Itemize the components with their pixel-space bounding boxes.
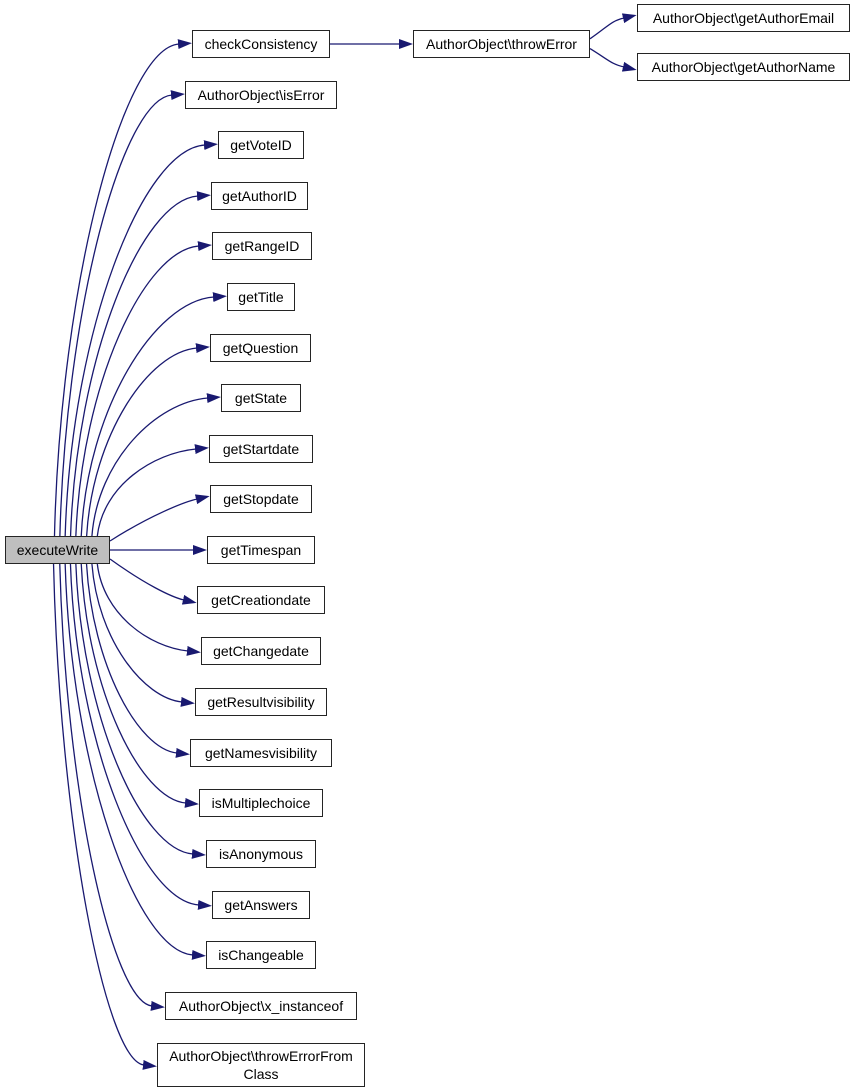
graph-node-label: getStartdate (222, 441, 300, 457)
edge-executeWrite-getStopdate (109, 494, 210, 542)
graph-node-label: getAnswers (224, 897, 298, 913)
edge-throwError-getAuthorName (589, 48, 637, 72)
edge-executeWrite-getCreationdate (109, 558, 197, 605)
graph-node-label: getChangedate (213, 643, 309, 659)
graph-node-label: getNamesvisibility (204, 745, 318, 761)
edge-executeWrite-checkConsistency (53, 39, 192, 537)
graph-node-label: executeWrite (16, 542, 99, 558)
graph-node-getAuthorEmail[interactable]: AuthorObject\getAuthorEmail (637, 4, 850, 32)
graph-node-label: AuthorObject\throwError (426, 36, 577, 52)
graph-node-getCreationdate[interactable]: getCreationdate (197, 586, 325, 614)
graph-node-label: checkConsistency (204, 36, 318, 52)
graph-node-x_instanceof[interactable]: AuthorObject\x_instanceof (165, 992, 357, 1020)
graph-node-isAnonymous[interactable]: isAnonymous (206, 840, 316, 868)
edge-executeWrite-getAuthorID (69, 191, 211, 537)
graph-node-label: getQuestion (222, 340, 299, 356)
graph-node-getQuestion[interactable]: getQuestion (210, 334, 311, 362)
edge-executeWrite-isMultiplechoice (80, 563, 199, 808)
graph-node-label: getResultvisibility (207, 694, 315, 710)
graph-node-throwError[interactable]: AuthorObject\throwError (413, 30, 590, 58)
edge-throwError-getAuthorEmail (589, 13, 637, 40)
graph-node-executeWrite[interactable]: executeWrite (5, 536, 110, 564)
graph-node-getAnswers[interactable]: getAnswers (212, 891, 310, 919)
graph-node-getVoteID[interactable]: getVoteID (218, 131, 304, 159)
graph-node-label: AuthorObject\getAuthorName (651, 59, 836, 75)
graph-node-label: getStopdate (223, 491, 299, 507)
edge-executeWrite-getTitle (80, 292, 227, 537)
edge-executeWrite-getNamesvisibility (85, 563, 190, 758)
graph-node-getStopdate[interactable]: getStopdate (210, 485, 312, 513)
graph-node-getTitle[interactable]: getTitle (227, 283, 295, 311)
graph-node-label: isMultiplechoice (211, 795, 311, 811)
graph-node-getNamesvisibility[interactable]: getNamesvisibility (190, 739, 332, 767)
edge-executeWrite-getRangeID (75, 241, 212, 537)
graph-node-label: isAnonymous (218, 846, 304, 862)
graph-node-getAuthorName[interactable]: AuthorObject\getAuthorName (637, 53, 850, 81)
graph-node-getStartdate[interactable]: getStartdate (209, 435, 313, 463)
edge-executeWrite-getChangedate (96, 563, 201, 656)
graph-node-label: AuthorObject\throwErrorFrom Class (169, 1048, 353, 1082)
graph-node-label: isChangeable (218, 947, 304, 963)
graph-node-getResultvisibility[interactable]: getResultvisibility (195, 688, 327, 716)
graph-node-label: getTimespan (220, 542, 302, 558)
graph-node-getRangeID[interactable]: getRangeID (212, 232, 312, 260)
edge-executeWrite-getAnswers (69, 563, 212, 910)
graph-node-isMultiplechoice[interactable]: isMultiplechoice (199, 789, 323, 817)
graph-node-label: getVoteID (230, 137, 292, 153)
graph-node-label: AuthorObject\isError (197, 87, 325, 103)
edge-executeWrite-isAnonymous (75, 563, 206, 859)
graph-node-label: getTitle (238, 289, 284, 305)
graph-node-label: getRangeID (224, 238, 300, 254)
edge-executeWrite-throwErrorFromClass (52, 563, 157, 1070)
graph-node-label: AuthorObject\getAuthorEmail (652, 10, 835, 26)
edge-executeWrite-x_instanceof (59, 563, 165, 1011)
edge-executeWrite-getQuestion (85, 343, 210, 537)
graph-node-throwErrorFromClass[interactable]: AuthorObject\throwErrorFrom Class (157, 1043, 365, 1087)
graph-node-getAuthorID[interactable]: getAuthorID (211, 182, 308, 210)
graph-node-getState[interactable]: getState (221, 384, 301, 412)
graph-node-label: AuthorObject\x_instanceof (178, 998, 344, 1014)
edge-executeWrite-getState (91, 393, 221, 537)
graph-node-checkConsistency[interactable]: checkConsistency (192, 30, 330, 58)
edge-executeWrite-isChangeable (64, 563, 206, 960)
graph-node-isChangeable[interactable]: isChangeable (206, 941, 316, 969)
edge-executeWrite-getResultvisibility (91, 563, 195, 707)
graph-node-label: getAuthorID (222, 188, 297, 204)
edge-executeWrite-getVoteID (64, 140, 218, 537)
graph-node-isError[interactable]: AuthorObject\isError (185, 81, 337, 109)
graph-node-label: getCreationdate (211, 592, 311, 608)
graph-node-getChangedate[interactable]: getChangedate (201, 637, 321, 665)
edge-executeWrite-isError (59, 90, 185, 537)
edge-executeWrite-getStartdate (96, 444, 209, 537)
graph-node-getTimespan[interactable]: getTimespan (207, 536, 315, 564)
graph-node-label: getState (234, 390, 288, 406)
